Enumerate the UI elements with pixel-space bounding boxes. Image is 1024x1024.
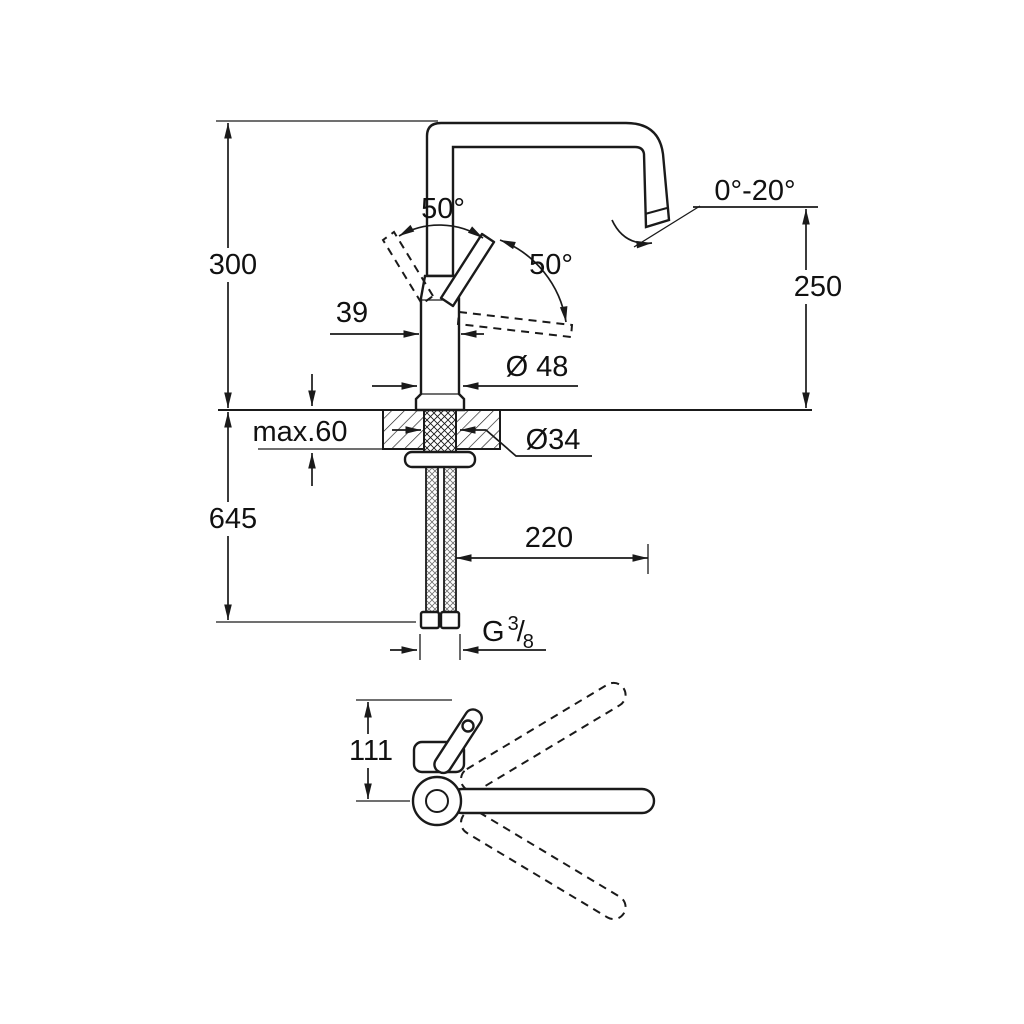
dim-220-label: 220 xyxy=(525,522,573,554)
spout-swivel-dashed-lower xyxy=(460,809,627,921)
supply-hose-right xyxy=(443,466,457,613)
handle-lever xyxy=(439,232,496,308)
dim-250: 250 xyxy=(786,209,850,408)
dim-111: 111 xyxy=(342,699,452,802)
spout-swivel-dashed-upper xyxy=(460,681,627,793)
dim-645-label-bg xyxy=(203,502,263,536)
dim-645: 645 xyxy=(203,412,416,623)
faucet-spout xyxy=(425,121,671,278)
dim-39: 39 xyxy=(330,297,484,338)
handle-swing-upper: 50° xyxy=(398,193,484,239)
thread-letter: G xyxy=(482,616,505,648)
dim-300-label-bg xyxy=(203,248,263,282)
dim-max-60: max.60 xyxy=(252,374,348,486)
dim-dia-34-leader xyxy=(460,426,592,457)
handle-lever-dashed-left xyxy=(381,230,435,306)
thread-slash: / xyxy=(517,616,526,648)
threaded-shank xyxy=(423,409,457,453)
supply-hose-left xyxy=(425,466,439,613)
spout-aerator-line xyxy=(644,207,668,215)
dim-300-label: 300 xyxy=(209,249,257,281)
top-view-spout xyxy=(448,787,656,815)
spout-tilt-indicator-line xyxy=(633,205,701,248)
handle-swing-right-label: 50° xyxy=(529,249,573,281)
handle-swing-right-arc xyxy=(499,239,568,323)
dim-39-label: 39 xyxy=(336,297,368,329)
dim-250-label-bg xyxy=(786,270,850,304)
top-view-body-circle xyxy=(411,775,463,827)
top-view-body-inner-circle xyxy=(425,789,449,813)
thread-numerator: 3 xyxy=(508,613,519,635)
dim-max-60-label: max.60 xyxy=(252,416,347,448)
dim-250-label: 250 xyxy=(794,271,842,303)
spout-tilt: 0°-20° xyxy=(611,175,818,249)
dim-220: 220 xyxy=(456,522,649,574)
mounting-nut xyxy=(403,450,477,469)
handle-swing-right: 50° xyxy=(499,239,573,323)
top-view xyxy=(411,681,656,921)
hose-connector-right xyxy=(439,610,461,630)
spout-tilt-arc-arrow xyxy=(611,219,653,249)
spout-tilt-label: 0°-20° xyxy=(714,175,795,207)
dim-dia-48-label: Ø 48 xyxy=(506,351,569,383)
dim-645-label: 645 xyxy=(209,503,257,535)
handle-swing-upper-arc xyxy=(398,224,484,239)
hose-connector-left xyxy=(419,610,441,630)
dim-dia-48: Ø 48 xyxy=(372,351,578,390)
dim-dia-34: Ø34 xyxy=(392,424,592,457)
thread-denominator: 8 xyxy=(523,631,534,653)
dim-111-label-bg xyxy=(342,734,400,768)
dim-300: 300 xyxy=(203,120,438,408)
dim-111-label: 111 xyxy=(349,735,393,767)
top-view-handle-knob xyxy=(461,719,475,733)
handle-swing-upper-label: 50° xyxy=(421,193,465,225)
dim-dia-34-label: Ø34 xyxy=(526,424,581,456)
